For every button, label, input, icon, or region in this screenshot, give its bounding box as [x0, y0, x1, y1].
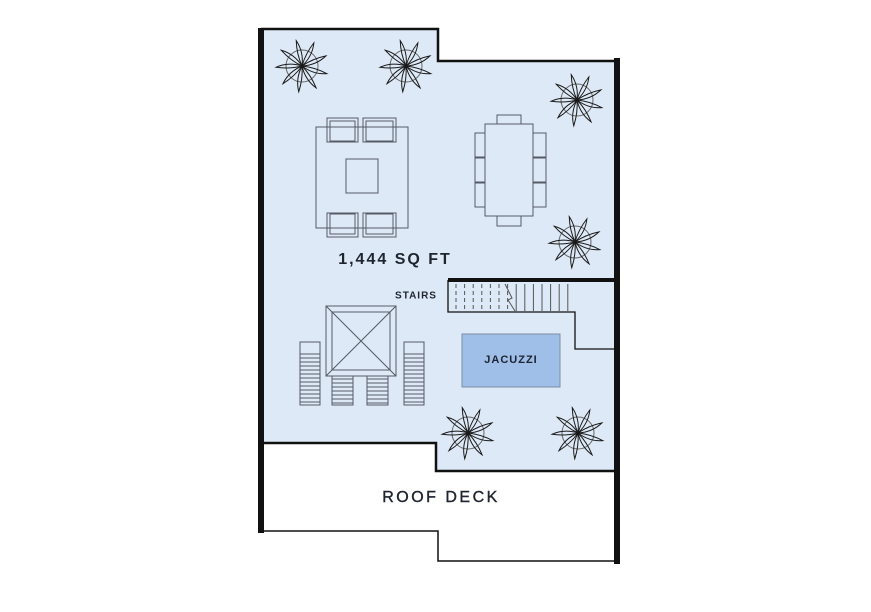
walls — [258, 27, 620, 564]
sun-loungers — [299, 341, 425, 406]
plant-icon — [440, 405, 495, 461]
roof-deck-label: ROOF DECK — [382, 489, 500, 506]
plant-icon — [550, 405, 605, 461]
plant-icon — [547, 214, 602, 270]
pergola — [325, 305, 397, 377]
jacuzzi — [461, 333, 561, 388]
lounge-seating — [315, 117, 409, 238]
plant-icon — [274, 38, 329, 94]
sun-lounger — [331, 375, 354, 406]
plant-icon — [549, 72, 604, 128]
area-label: 1,444 SQ FT — [338, 251, 452, 268]
plant-icon — [378, 38, 433, 94]
dining-table — [474, 114, 547, 227]
stairs-label: STAIRS — [395, 290, 437, 302]
sun-lounger — [299, 341, 321, 406]
jacuzzi-label: JACUZZI — [484, 354, 538, 366]
stairs — [455, 283, 569, 312]
sun-lounger — [403, 341, 425, 406]
sun-lounger — [366, 375, 389, 406]
stair-break-line — [504, 283, 516, 312]
